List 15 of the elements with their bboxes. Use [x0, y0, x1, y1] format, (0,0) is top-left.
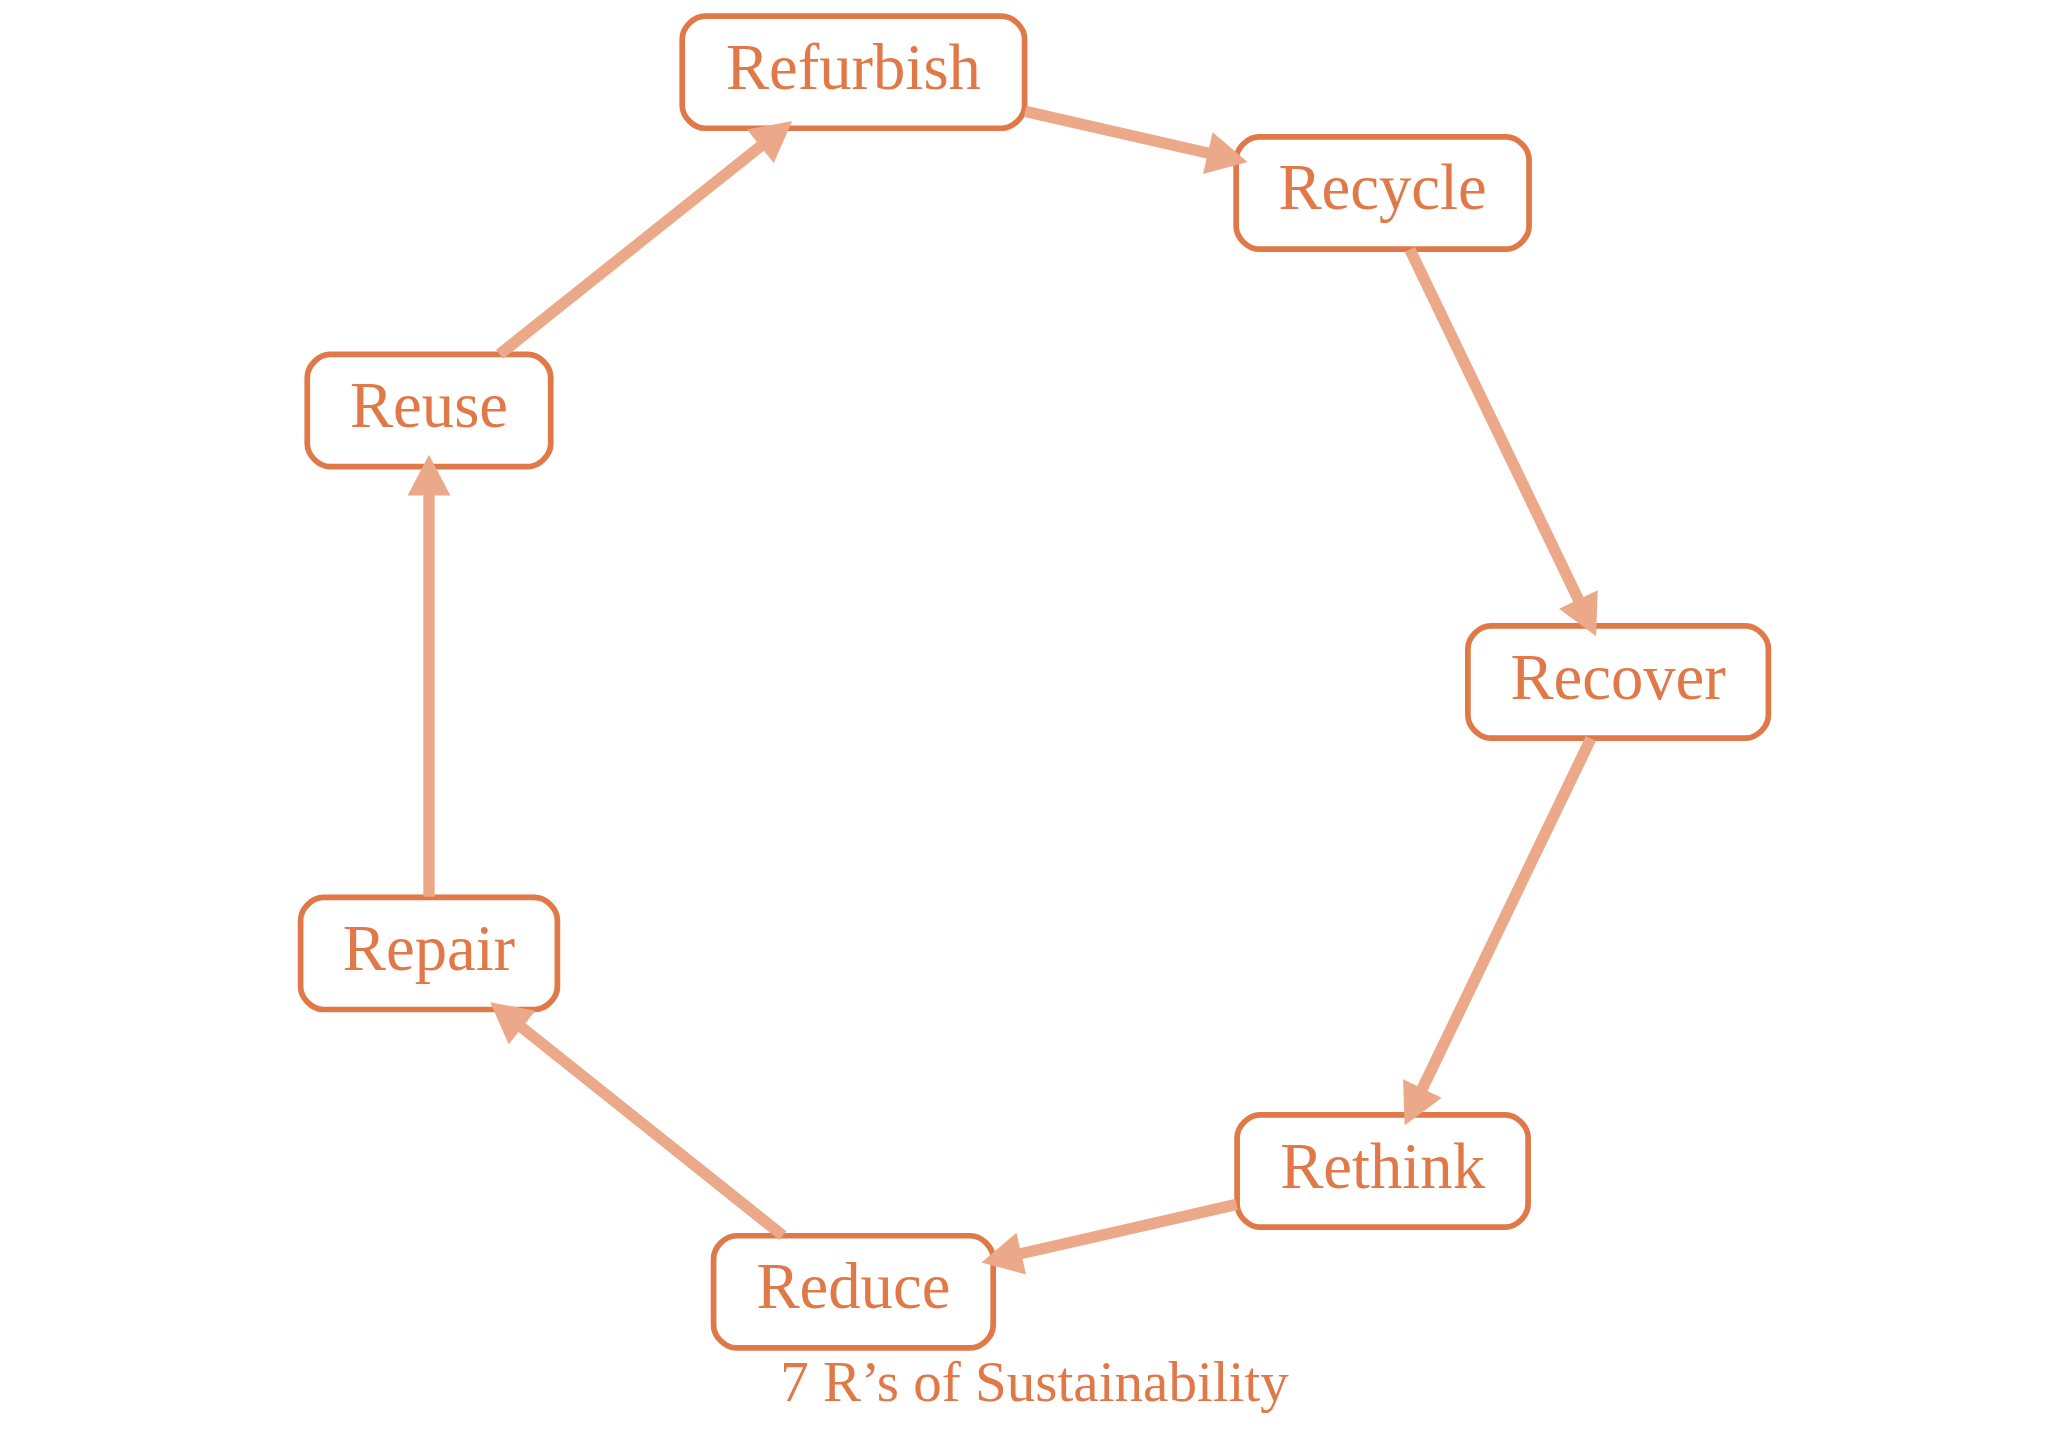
arrow	[1403, 736, 1596, 1126]
arrow	[981, 1198, 1238, 1275]
diagram-title: 7 R’s of Sustainability	[780, 1350, 1289, 1414]
node-box: Recycle	[1233, 133, 1532, 252]
node-box: Repair	[297, 894, 561, 1013]
arrow	[490, 1002, 787, 1241]
node-box: Reuse	[304, 351, 554, 470]
node-box: Reduce	[710, 1232, 997, 1351]
arrow	[1404, 247, 1598, 637]
node-box: Recover	[1465, 623, 1772, 741]
node-box: Refurbish	[679, 13, 1028, 132]
arrow	[496, 120, 793, 359]
arrow	[407, 454, 451, 897]
node-box: Rethink	[1234, 1112, 1531, 1231]
arrow	[1023, 105, 1248, 174]
